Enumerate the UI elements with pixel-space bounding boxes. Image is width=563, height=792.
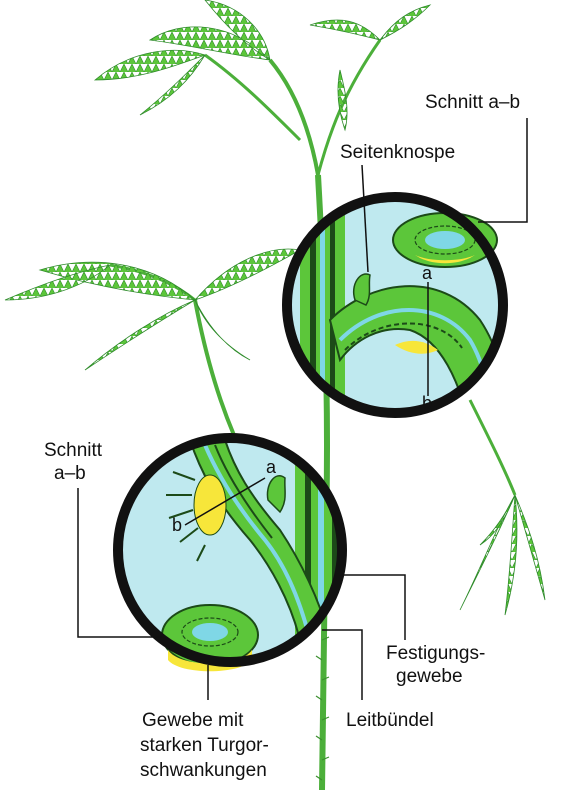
mark-b-top: b [422,393,433,413]
mark-b-bottom: b [172,515,183,535]
label-turgor-2: starken Turgor- [140,735,269,756]
label-section-left-1: Schnitt [44,440,103,461]
leaflets [4,0,546,616]
label-section-left-2: a–b [54,463,86,484]
label-lateral-bud: Seitenknospe [340,142,456,163]
label-support-tissue-1: Festigungs- [386,643,486,664]
label-turgor-3: schwankungen [140,760,267,781]
mark-a-bottom: a [266,457,277,477]
leader-lines [77,118,528,700]
mark-a-top: a [422,263,433,283]
label-vascular-bundle: Leitbündel [346,710,434,731]
label-turgor-1: Gewebe mit [142,710,244,731]
magnified-circle-top [282,192,508,418]
label-support-tissue-2: gewebe [396,666,463,687]
label-section-top: Schnitt a–b [425,92,521,113]
